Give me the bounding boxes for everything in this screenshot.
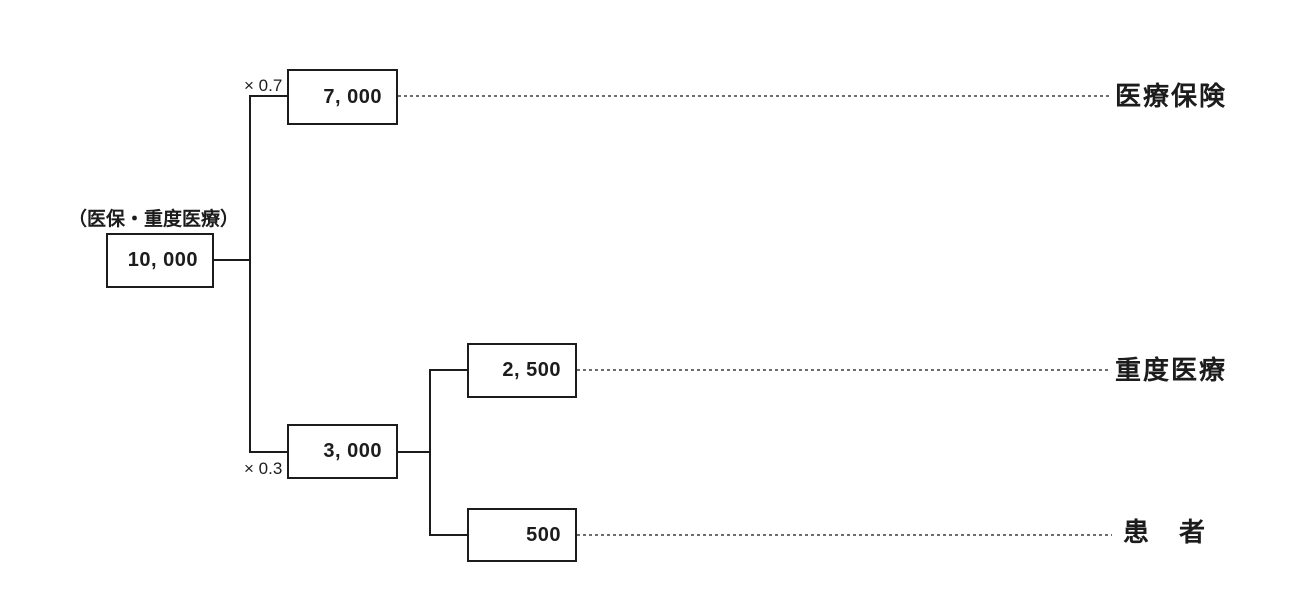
outcome-label-patient: 患 者 (1123, 517, 1208, 547)
multiplier-bottom-label: × 0.3 (244, 459, 283, 478)
node-insurance-share-value: 7, 000 (323, 85, 382, 108)
node-patient-share-value: 500 (526, 523, 561, 546)
leader-line-severe-medical (577, 369, 1110, 371)
node-total-value: 10, 000 (127, 249, 198, 271)
node-severe-medical-share-value: 2, 500 (502, 359, 561, 381)
connector-to-2500 (429, 369, 468, 371)
outcome-label-severe-medical: 重度医療 (1115, 355, 1228, 385)
node-insurance-share: 7, 000 (287, 69, 398, 125)
node-remainder: 3, 000 (287, 424, 398, 479)
outcome-label-insurance: 医療保険 (1115, 81, 1228, 111)
connector-to-3000 (249, 451, 288, 453)
root-caption: （医保・重度医療） (68, 209, 240, 230)
connector-3000-stub (397, 451, 430, 453)
node-total: 10, 000 (106, 233, 214, 288)
multiplier-top-label: × 0.7 (244, 76, 283, 95)
connector-branch1-vertical (249, 95, 251, 453)
node-severe-medical-share: 2, 500 (467, 343, 577, 398)
connector-to-7000 (249, 95, 288, 97)
node-patient-share: 500 (467, 508, 577, 562)
leader-line-patient (577, 534, 1112, 536)
connector-to-500 (429, 534, 468, 536)
leader-line-insurance (398, 95, 1110, 97)
node-remainder-value: 3, 000 (323, 440, 382, 462)
connector-root-stub (214, 259, 250, 261)
connector-branch2-vertical (429, 369, 431, 536)
